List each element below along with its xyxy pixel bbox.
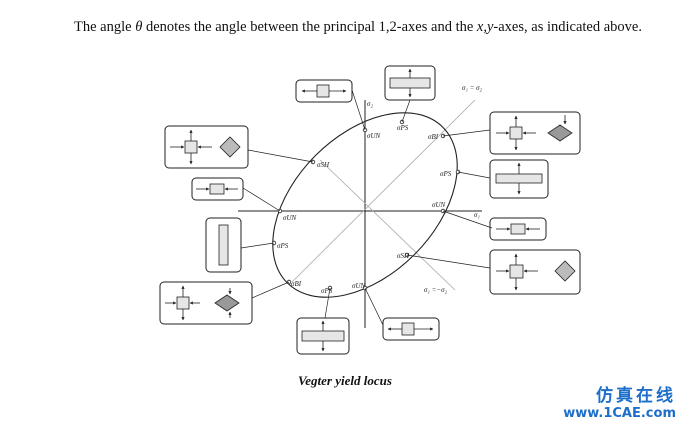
xy-symbol: x,y	[476, 19, 494, 35]
element-square	[316, 84, 330, 98]
label-ps-right: σPS	[440, 170, 452, 178]
label-un-top: σUN	[367, 132, 381, 140]
label-sh-left: σSH	[317, 161, 330, 169]
deformed-shape	[547, 124, 573, 142]
leader-line	[351, 89, 366, 131]
leader-line	[442, 129, 491, 137]
sigma2-label: σ₂	[367, 100, 373, 108]
leader-line	[457, 171, 491, 179]
label-bi-right: σBI	[428, 133, 439, 141]
label-ps-top: σPS	[397, 124, 409, 132]
element-square	[401, 322, 415, 336]
leader-line	[401, 99, 411, 123]
label-bi-left: σBI	[291, 280, 302, 288]
leader-line	[247, 149, 314, 163]
state-box-left-biaxial	[159, 281, 253, 325]
state-box-top-center	[384, 65, 436, 101]
rhombus-shape	[554, 260, 576, 282]
watermark-url: www.1CAE.com	[563, 406, 676, 421]
state-box-right-biaxial	[489, 111, 581, 155]
leader-line	[324, 287, 331, 319]
intro-paragraph: The angle θ denotes the angle between th…	[74, 18, 664, 37]
watermark-cn: 仿真在线	[596, 386, 676, 406]
intro-text-1: The angle	[74, 19, 136, 35]
state-box-left-planestrain	[205, 217, 242, 273]
element-bar	[495, 173, 543, 184]
state-box-right-shear	[489, 249, 581, 295]
state-box-bottom-right	[382, 317, 440, 341]
element-square	[209, 183, 225, 195]
state-box-left-uniaxial	[191, 177, 244, 201]
diag-pos-label: σ₁ = σ₂	[462, 84, 483, 92]
diagonal-equal	[291, 99, 476, 283]
element-square	[510, 223, 526, 235]
element-square	[176, 296, 190, 310]
leader-line	[240, 242, 275, 249]
state-box-right-planestrain	[489, 159, 549, 199]
theta-symbol: θ	[135, 19, 143, 35]
label-ps-bottom: σPS	[321, 287, 333, 295]
leader-line	[251, 281, 290, 299]
intro-text-3: -axes, as indicated above.	[493, 19, 642, 35]
leader-line	[242, 187, 281, 212]
leader-line	[364, 287, 384, 326]
state-box-right-uniaxial	[489, 217, 547, 241]
element-square	[509, 264, 524, 279]
state-box-top-left	[295, 79, 353, 103]
diagonal-opposite	[319, 159, 456, 291]
element-bar	[301, 330, 345, 342]
label-sh-right: σSH	[397, 252, 410, 260]
label-ps-left: σPS	[277, 242, 289, 250]
deformed-shape	[214, 294, 240, 312]
intro-text-2: denotes the angle between the principal …	[142, 19, 477, 35]
watermark: 仿真在线 www.1CAE.com	[563, 381, 676, 421]
element-bar-vertical	[218, 224, 229, 266]
element-bar	[389, 77, 431, 89]
figure-caption: Vegter yield locus	[298, 373, 392, 388]
label-un-bottom: σUN	[352, 282, 366, 290]
state-box-left-shear	[164, 125, 249, 169]
rhombus-shape	[219, 136, 241, 158]
label-un-left: σUN	[283, 214, 297, 222]
label-un-right: σUN	[432, 201, 446, 209]
element-square	[509, 126, 523, 140]
state-box-bottom-left	[296, 317, 350, 355]
leader-line	[406, 254, 491, 269]
leader-line	[442, 210, 493, 229]
element-square	[184, 140, 198, 154]
sigma1-label: σ₁	[474, 211, 480, 219]
diag-neg-label: σ₁ =−σ₂	[424, 286, 448, 294]
